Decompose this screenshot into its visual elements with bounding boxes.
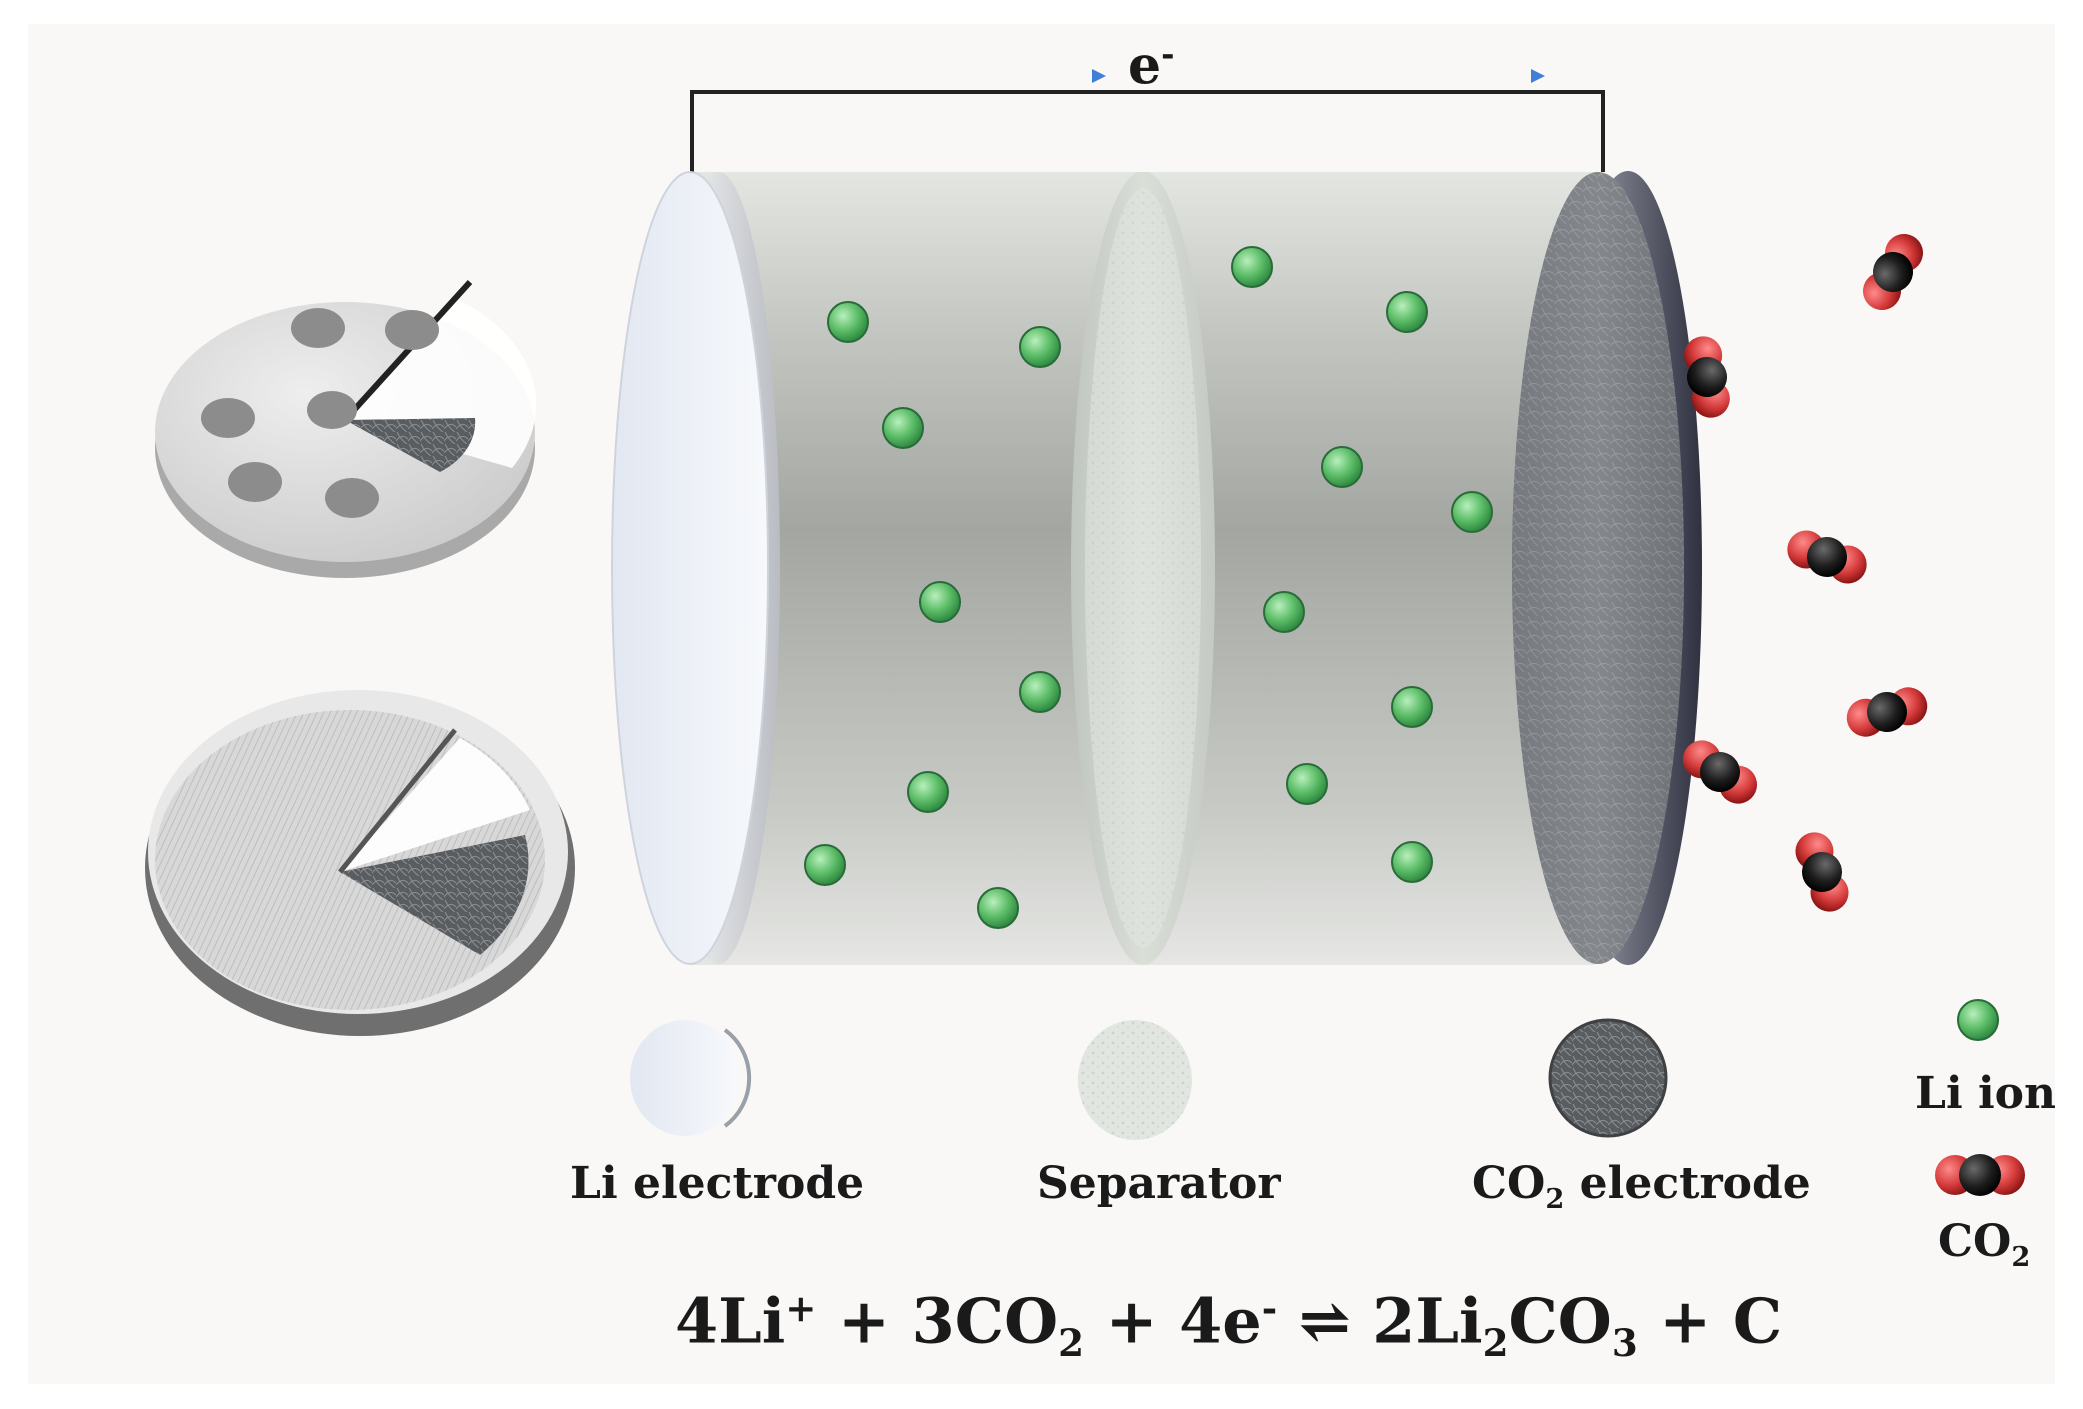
- carbon-atom: [1802, 852, 1842, 892]
- electron-flow-arrow-right: [1531, 69, 1545, 83]
- co2-electrode-disk: [1512, 171, 1702, 965]
- co2-molecule: [1682, 740, 1758, 804]
- co2-legend-label: CO2: [1938, 1220, 2030, 1271]
- li-ion: [977, 887, 1019, 929]
- eq-term-5: CO: [1508, 1284, 1612, 1358]
- co2-legend-icon: [1935, 1154, 2025, 1196]
- eq-term-2-sub: 2: [1058, 1321, 1084, 1366]
- li-ion: [1019, 671, 1061, 713]
- electron-label: e-: [1128, 38, 1174, 92]
- carbon-atom: [1687, 357, 1727, 397]
- carbon-atom: [1867, 692, 1907, 732]
- co2-molecule-particles: [1682, 233, 1928, 912]
- eq-term-6: + C: [1637, 1284, 1783, 1358]
- li-electrode-thumbnail: [630, 1020, 752, 1136]
- eq-term-1-sup: +: [785, 1286, 817, 1330]
- eq-term-4-sub: 2: [1482, 1321, 1509, 1366]
- co2-molecule: [1684, 336, 1730, 418]
- electron-label-base: e: [1128, 35, 1162, 97]
- eq-term-3: + 4e: [1083, 1284, 1262, 1358]
- co2-molecule: [1795, 832, 1849, 912]
- li-electrode-label: Li electrode: [570, 1158, 865, 1209]
- co2-molecule: [1863, 233, 1923, 311]
- electrode-disk-illustration-bottom: [145, 690, 575, 1036]
- separator-label: Separator: [1037, 1158, 1281, 1209]
- co2-electrode-label-post: electrode: [1564, 1158, 1811, 1209]
- li-ion: [1263, 591, 1305, 633]
- eq-equilibrium-arrow: ⇌: [1277, 1284, 1373, 1358]
- li-ion: [882, 407, 924, 449]
- separator-disk: [1071, 172, 1215, 965]
- li-ion: [804, 844, 846, 886]
- co2-electrode-label: CO2 electrode: [1472, 1162, 1811, 1213]
- eq-term-4: 2Li: [1372, 1284, 1483, 1358]
- li-ion: [1386, 291, 1428, 333]
- li-ion: [1019, 326, 1061, 368]
- co2-molecule: [1787, 530, 1867, 584]
- li-ion-legend-icon: [1957, 999, 1999, 1041]
- li-electrode-disk: [611, 171, 780, 965]
- electrode-disk-illustration-top: [155, 279, 537, 578]
- li-ion: [1231, 246, 1273, 288]
- li-ion: [919, 581, 961, 623]
- co2-molecule: [1846, 687, 1928, 737]
- eq-term-2: + 3CO: [816, 1284, 1059, 1358]
- li-ion-particles: [804, 246, 1493, 929]
- carbon-atom: [1700, 752, 1740, 792]
- li-ion: [1451, 491, 1493, 533]
- eq-term-1: 4Li: [675, 1284, 786, 1358]
- eq-term-3-sup: -: [1261, 1286, 1278, 1330]
- separator-thumbnail: [1078, 1020, 1192, 1140]
- carbon-atom: [1873, 252, 1913, 292]
- li-ion: [827, 301, 869, 343]
- co2-legend-label-pre: CO: [1938, 1216, 2012, 1267]
- li-ion: [1286, 763, 1328, 805]
- co2-electrode-label-pre: CO: [1472, 1158, 1546, 1209]
- external-circuit-wire: [690, 90, 1605, 172]
- electron-flow-arrow-left: [1092, 69, 1106, 83]
- co2-electrode-thumbnail: [1548, 1018, 1668, 1138]
- li-ion-legend-label: Li ion: [1915, 1068, 2057, 1119]
- li-ion: [1321, 446, 1363, 488]
- li-ion: [1391, 686, 1433, 728]
- li-ion: [1391, 841, 1433, 883]
- co2-legend-label-sub: 2: [2011, 1240, 2031, 1273]
- carbon-atom: [1807, 537, 1847, 577]
- li-ion: [907, 771, 949, 813]
- co2-electrode-label-sub: 2: [1545, 1182, 1565, 1215]
- electron-label-sup: -: [1161, 35, 1175, 73]
- eq-term-5-sub: 3: [1611, 1321, 1638, 1366]
- reaction-equation: 4Li+ + 3CO2 + 4e- ⇌ 2Li2CO3 + C: [675, 1289, 1782, 1366]
